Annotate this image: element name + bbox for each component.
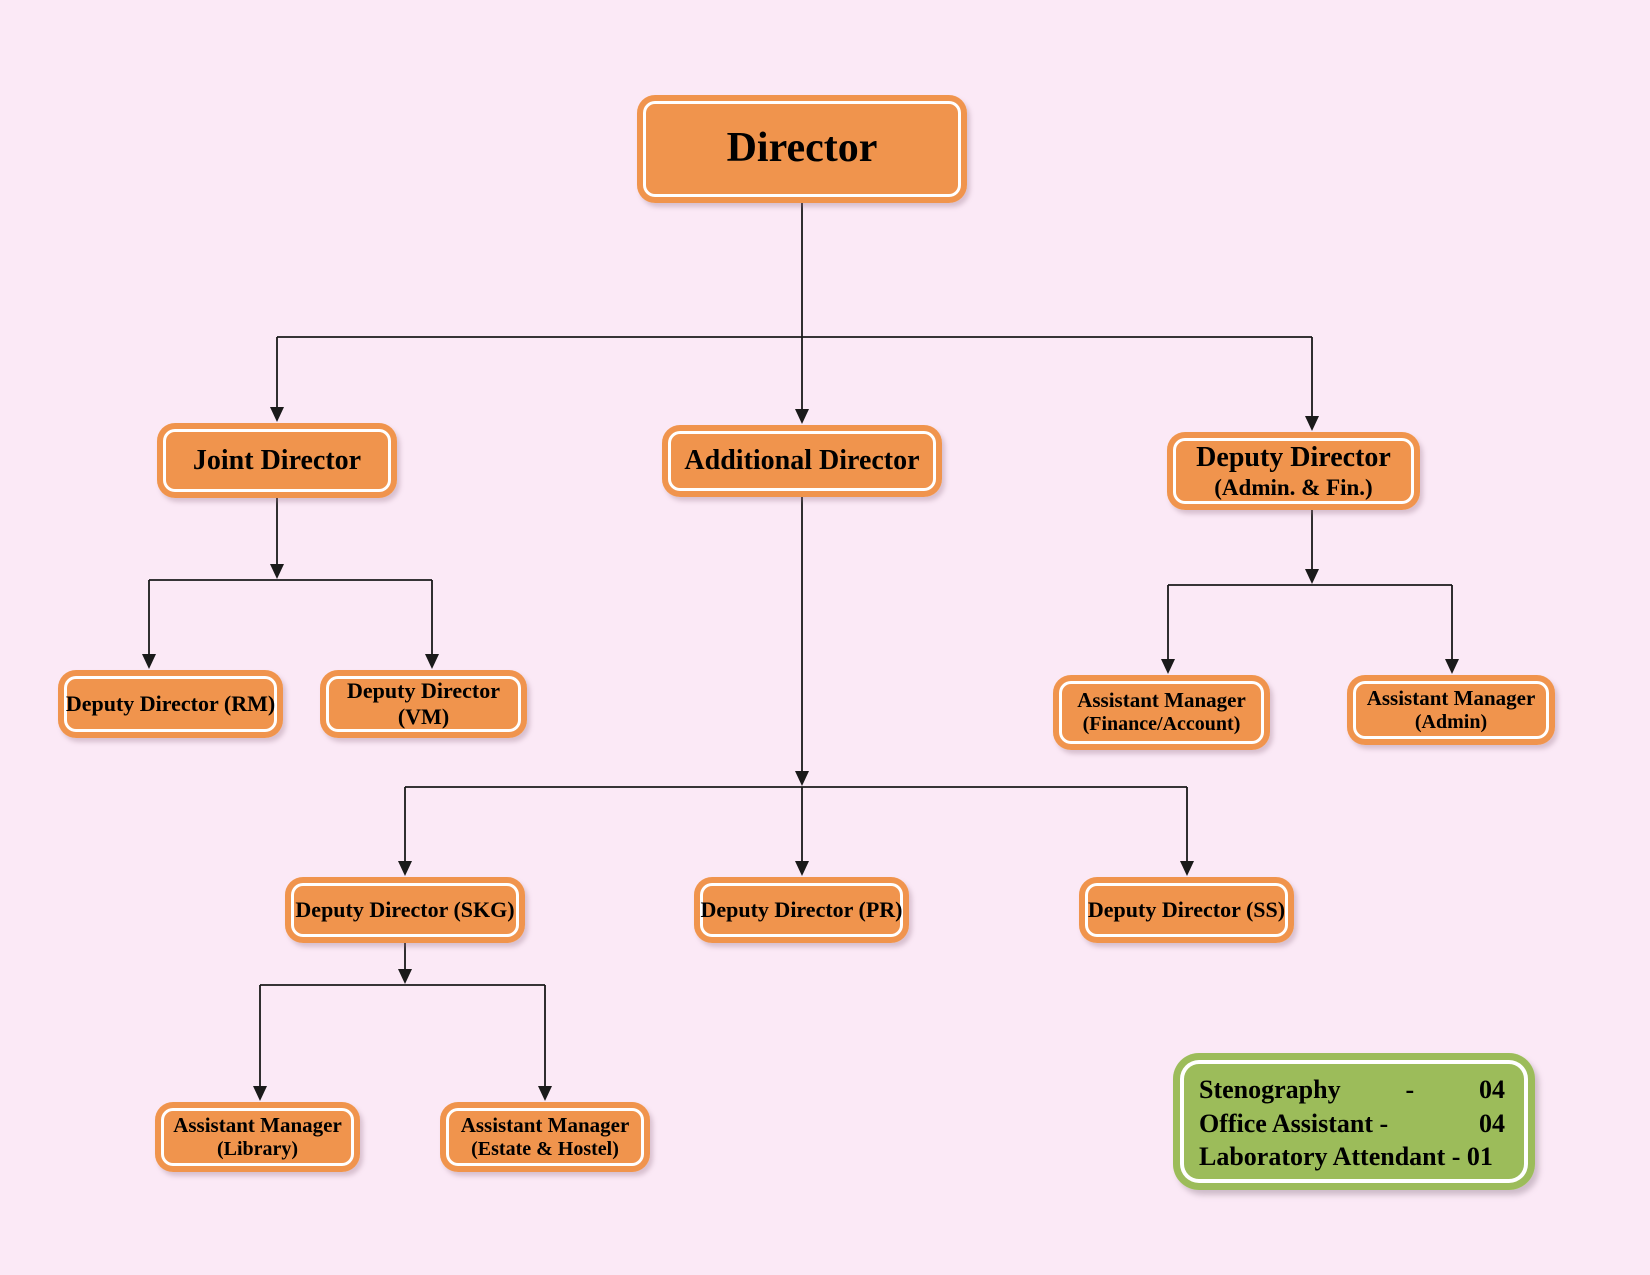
node-deputy-director-pr-label: Deputy Director (PR) [700, 897, 903, 923]
node-deputy-director-skg-label: Deputy Director (SKG) [295, 897, 515, 923]
node-deputy-director-ss: Deputy Director (SS) [1079, 877, 1294, 943]
legend-stenography-label: Stenography [1199, 1074, 1341, 1104]
node-joint-director: Joint Director [157, 423, 397, 498]
node-deputy-director-admin-fin-line2: (Admin. & Fin.) [1214, 474, 1373, 500]
node-assistant-manager-admin-line1: Assistant Manager [1366, 685, 1536, 710]
node-deputy-director-vm-label: Deputy Director (VM) [347, 678, 500, 729]
node-director: Director [637, 95, 967, 203]
node-director-label: Director [726, 125, 878, 172]
node-additional-director-label: Additional Director [684, 445, 920, 477]
legend-office-assistant-value: 04 [1479, 1108, 1505, 1138]
node-joint-director-label: Joint Director [192, 444, 362, 476]
node-deputy-director-rm: Deputy Director (RM) [58, 670, 283, 738]
node-deputy-director-admin-fin-line1: Deputy Director [1196, 441, 1391, 473]
legend-stenography-value: 04 [1479, 1074, 1505, 1104]
node-assistant-manager-estate-line1: Assistant Manager [460, 1112, 630, 1137]
node-assistant-manager-library-line2: (Library) [216, 1137, 299, 1160]
connector-lines [148, 203, 1453, 1087]
legend-office-assistant-label: Office Assistant - [1199, 1108, 1389, 1138]
node-assistant-manager-estate-line2: (Estate & Hostel) [471, 1137, 619, 1160]
node-assistant-manager-admin-line2: (Admin) [1414, 710, 1488, 733]
node-deputy-director-vm: Deputy Director (VM) [320, 670, 527, 738]
node-assistant-manager-library: Assistant Manager (Library) [155, 1102, 360, 1172]
node-deputy-director-admin-fin: Deputy Director (Admin. & Fin.) [1167, 432, 1420, 510]
node-deputy-director-rm-label: Deputy Director (RM) [65, 691, 276, 717]
legend-laboratory-attendant-text: Laboratory Attendant - 01 [1199, 1142, 1493, 1172]
legend-row-office-assistant: Office Assistant - 04 [1199, 1107, 1505, 1141]
node-assistant-manager-library-line1: Assistant Manager [173, 1112, 342, 1137]
staff-count-legend: Stenography - 04 Office Assistant - 04 L… [1173, 1053, 1535, 1190]
node-additional-director: Additional Director [662, 425, 942, 497]
node-deputy-director-ss-label: Deputy Director (SS) [1087, 897, 1286, 923]
node-assistant-manager-finance: Assistant Manager (Finance/Account) [1053, 675, 1270, 750]
node-assistant-manager-finance-line1: Assistant Manager [1077, 688, 1246, 713]
legend-row-laboratory-attendant: Laboratory Attendant - 01 [1199, 1140, 1505, 1174]
connector-arrowheads [142, 407, 1459, 1101]
node-assistant-manager-admin: Assistant Manager (Admin) [1347, 675, 1555, 745]
node-assistant-manager-estate: Assistant Manager (Estate & Hostel) [440, 1102, 650, 1172]
legend-row-stenography: Stenography - 04 [1199, 1073, 1505, 1107]
node-assistant-manager-finance-line2: (Finance/Account) [1082, 713, 1241, 736]
legend-stenography-dash: - [1405, 1074, 1415, 1104]
node-deputy-director-skg: Deputy Director (SKG) [285, 877, 525, 943]
node-deputy-director-pr: Deputy Director (PR) [694, 877, 909, 943]
